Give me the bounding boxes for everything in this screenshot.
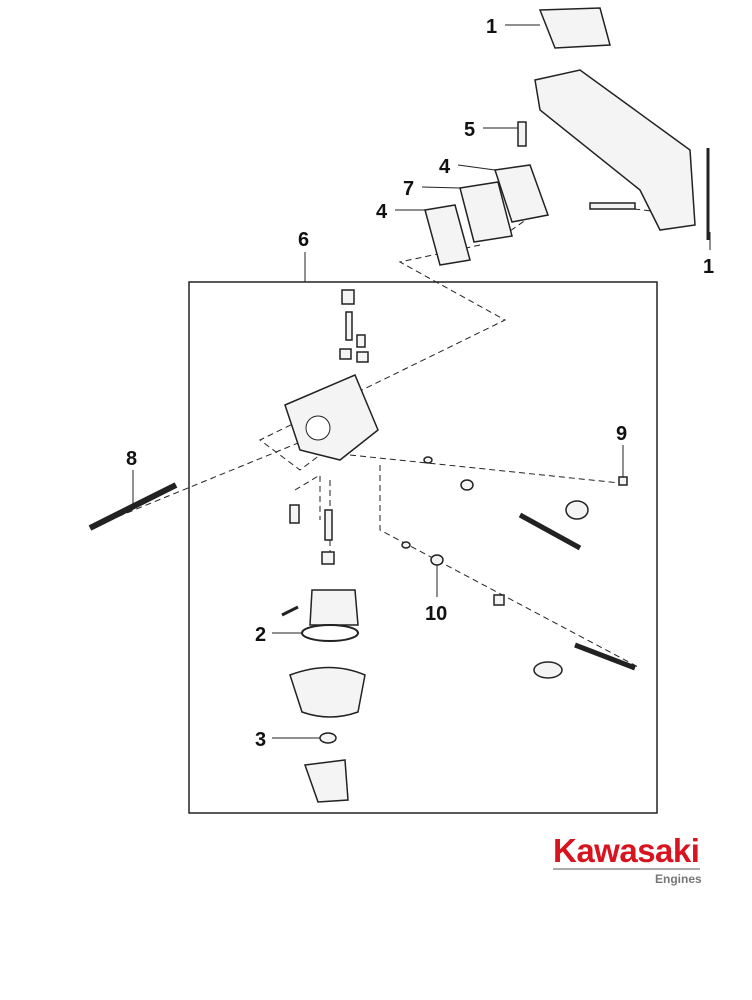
seal <box>423 456 433 464</box>
seal <box>401 541 411 549</box>
fitting <box>341 289 355 305</box>
float <box>309 589 359 626</box>
callout-3: 3 <box>255 729 266 751</box>
washer <box>319 732 337 744</box>
intake-manifold <box>534 69 696 231</box>
intake-gasket <box>538 7 611 49</box>
bowl-nut <box>303 759 349 803</box>
callout-4-upper: 4 <box>439 156 451 178</box>
kawasaki-logo: Kawasaki <box>553 832 700 869</box>
throttle-shaft <box>518 512 582 551</box>
emulsion-tube <box>324 509 333 541</box>
callout-4-lower: 4 <box>376 201 388 223</box>
collar <box>493 594 505 606</box>
insulator-spacer <box>459 181 513 243</box>
gasket-lower <box>424 204 471 266</box>
nozzle <box>321 551 335 565</box>
logo-subtitle: Engines <box>655 872 702 886</box>
screw <box>356 334 366 348</box>
manifold-bolt <box>589 202 636 210</box>
screw <box>618 476 628 486</box>
choke-shaft <box>574 642 636 671</box>
bowl-gasket <box>301 624 359 642</box>
callout-5: 5 <box>464 119 475 141</box>
carburetor-assembly-box <box>188 281 658 814</box>
float-bowl <box>289 666 366 718</box>
carburetor-body <box>284 374 379 461</box>
logo-divider <box>553 868 700 870</box>
leader-lines <box>132 24 711 739</box>
callout-10: 10 <box>425 603 447 625</box>
main-jet <box>289 504 300 524</box>
carburetor-bore <box>305 415 331 441</box>
float-pin <box>281 605 299 617</box>
gasket-upper <box>494 164 550 223</box>
bolt <box>517 121 527 147</box>
callout-1-manifold: 1 <box>703 256 714 278</box>
jet <box>356 351 369 363</box>
callout-9: 9 <box>616 423 627 445</box>
callout-1-gasket: 1 <box>486 16 497 38</box>
choke-valve <box>533 661 563 679</box>
washer <box>460 479 474 491</box>
callout-6: 6 <box>298 229 309 251</box>
assembly-dashed-lines <box>89 204 661 669</box>
throttle-valve <box>565 500 589 520</box>
jet <box>339 348 352 360</box>
callout-8: 8 <box>126 448 137 470</box>
callout-2: 2 <box>255 624 266 646</box>
washer <box>430 554 444 566</box>
pilot-jet <box>345 311 353 341</box>
callout-7: 7 <box>403 178 414 200</box>
stud <box>88 482 178 531</box>
